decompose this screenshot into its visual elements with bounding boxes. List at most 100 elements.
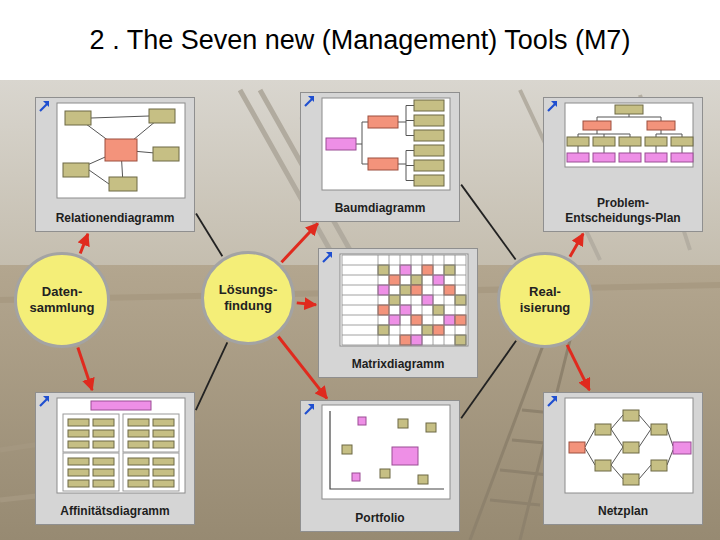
network-thumbnail: [673, 442, 691, 454]
matrix-thumbnail: [400, 285, 411, 295]
network-thumbnail: [623, 474, 639, 485]
affinity-thumbnail: [35, 392, 195, 525]
network-thumbnail: [595, 460, 611, 471]
tree-thumbnail: [368, 116, 398, 128]
pdpc-thumbnail: [565, 103, 693, 167]
matrix-thumbnail: [422, 295, 433, 305]
matrix-thumbnail: [455, 335, 466, 345]
phase-circle: Real- isierung: [497, 252, 593, 348]
portfolio-thumbnail: [300, 400, 460, 532]
pdpc-thumbnail: [645, 137, 667, 146]
affinity-thumbnail: [40, 396, 49, 406]
pdpc-thumbnail: [671, 153, 693, 162]
portfolio-thumbnail: [418, 475, 428, 484]
network-thumbnail: [565, 398, 693, 493]
matrix-thumbnail: [444, 315, 455, 325]
matrix-thumbnail: [389, 295, 400, 305]
flow-line: [196, 213, 222, 256]
matrix-thumbnail: [400, 335, 411, 345]
pdpc-thumbnail: [567, 137, 589, 146]
matrix-thumbnail: [378, 305, 389, 315]
tree-thumbnail: [322, 98, 450, 190]
matrix-thumbnail: [455, 315, 466, 325]
flow-arrow: [278, 337, 327, 399]
matrix-thumbnail: [422, 325, 433, 335]
matrix-thumbnail: [433, 325, 444, 335]
tree-thumbnail: [300, 92, 460, 222]
tool-label: Netzplan: [598, 504, 648, 518]
tree-thumbnail: [414, 160, 444, 171]
portfolio-thumbnail: [358, 417, 366, 425]
matrix-thumbnail: [323, 252, 332, 262]
slide-title: 2 . The Seven new (Management) Tools (M7…: [0, 0, 720, 80]
circle-fill: [499, 254, 592, 347]
affinity-thumbnail: [63, 453, 119, 491]
circle-fill: [16, 254, 109, 347]
pdpc-thumbnail: [647, 121, 675, 130]
relation-thumbnail: [57, 103, 185, 198]
affinity-thumbnail: [91, 401, 151, 410]
pdpc-thumbnail: [645, 153, 667, 162]
network-thumbnail: [565, 398, 693, 493]
relation-thumbnail: [35, 97, 195, 232]
matrix-thumbnail: [444, 285, 455, 295]
pdpc-thumbnail: [543, 97, 703, 232]
tree-thumbnail: [414, 115, 444, 126]
portfolio-thumbnail: [300, 400, 460, 532]
flow-arrow: [570, 234, 583, 257]
relation-thumbnail: [109, 177, 137, 191]
tool-panel: Relationendiagramm: [35, 97, 195, 232]
network-thumbnail: [595, 424, 611, 435]
network-thumbnail: [548, 396, 557, 406]
portfolio-thumbnail: [426, 423, 436, 432]
tree-thumbnail: [414, 130, 444, 141]
tool-panel: Problem- Entscheidungs-Plan: [543, 97, 703, 232]
flow-arrow: [80, 234, 88, 254]
matrix-thumbnail: [433, 305, 444, 315]
relation-thumbnail: [149, 109, 175, 123]
matrix-thumbnail: [340, 254, 468, 346]
tree-thumbnail: [356, 106, 414, 181]
tree-thumbnail: [414, 175, 444, 186]
affinity-thumbnail: [57, 398, 185, 493]
affinity-thumbnail: [35, 392, 195, 525]
tree-thumbnail: [414, 100, 444, 111]
construction-photo: [0, 80, 720, 540]
pdpc-thumbnail: [578, 114, 682, 153]
tool-panel: Portfolio: [300, 400, 460, 532]
flow-arrow: [297, 303, 316, 305]
tool-label: Problem- Entscheidungs-Plan: [553, 196, 693, 225]
matrix-thumbnail: [378, 285, 389, 295]
flow-line: [196, 342, 227, 410]
flow-line: [461, 341, 516, 418]
flow-arrow: [78, 347, 92, 390]
tree-thumbnail: [300, 92, 460, 222]
pdpc-thumbnail: [593, 137, 615, 146]
matrix-thumbnail: [389, 315, 400, 325]
matrix-thumbnail: [378, 325, 389, 335]
matrix-thumbnail: [422, 265, 433, 275]
matrix-thumbnail: [400, 305, 411, 315]
network-thumbnail: [569, 442, 585, 453]
matrix-thumbnail: [378, 265, 389, 275]
matrix-thumbnail: [411, 285, 422, 295]
tool-label: Affinitätsdiagramm: [60, 504, 169, 518]
matrix-thumbnail: [318, 248, 478, 378]
tree-thumbnail: [326, 138, 356, 150]
phase-label: Daten- sammlung: [26, 284, 98, 317]
network-thumbnail: [623, 442, 639, 453]
portfolio-thumbnail: [398, 419, 408, 428]
portfolio-thumbnail: [305, 404, 314, 414]
circle-fill: [203, 253, 294, 344]
pdpc-thumbnail: [567, 153, 589, 162]
tool-panel: Baumdiagramm: [300, 92, 460, 222]
affinity-thumbnail: [123, 414, 179, 452]
network-thumbnail: [543, 392, 703, 525]
tree-thumbnail: [322, 98, 450, 190]
matrix-thumbnail: [342, 255, 466, 345]
phase-circle: Daten- sammlung: [14, 252, 110, 348]
pdpc-thumbnail: [671, 137, 693, 146]
pdpc-thumbnail: [619, 137, 641, 146]
tool-panel: Netzplan: [543, 392, 703, 525]
